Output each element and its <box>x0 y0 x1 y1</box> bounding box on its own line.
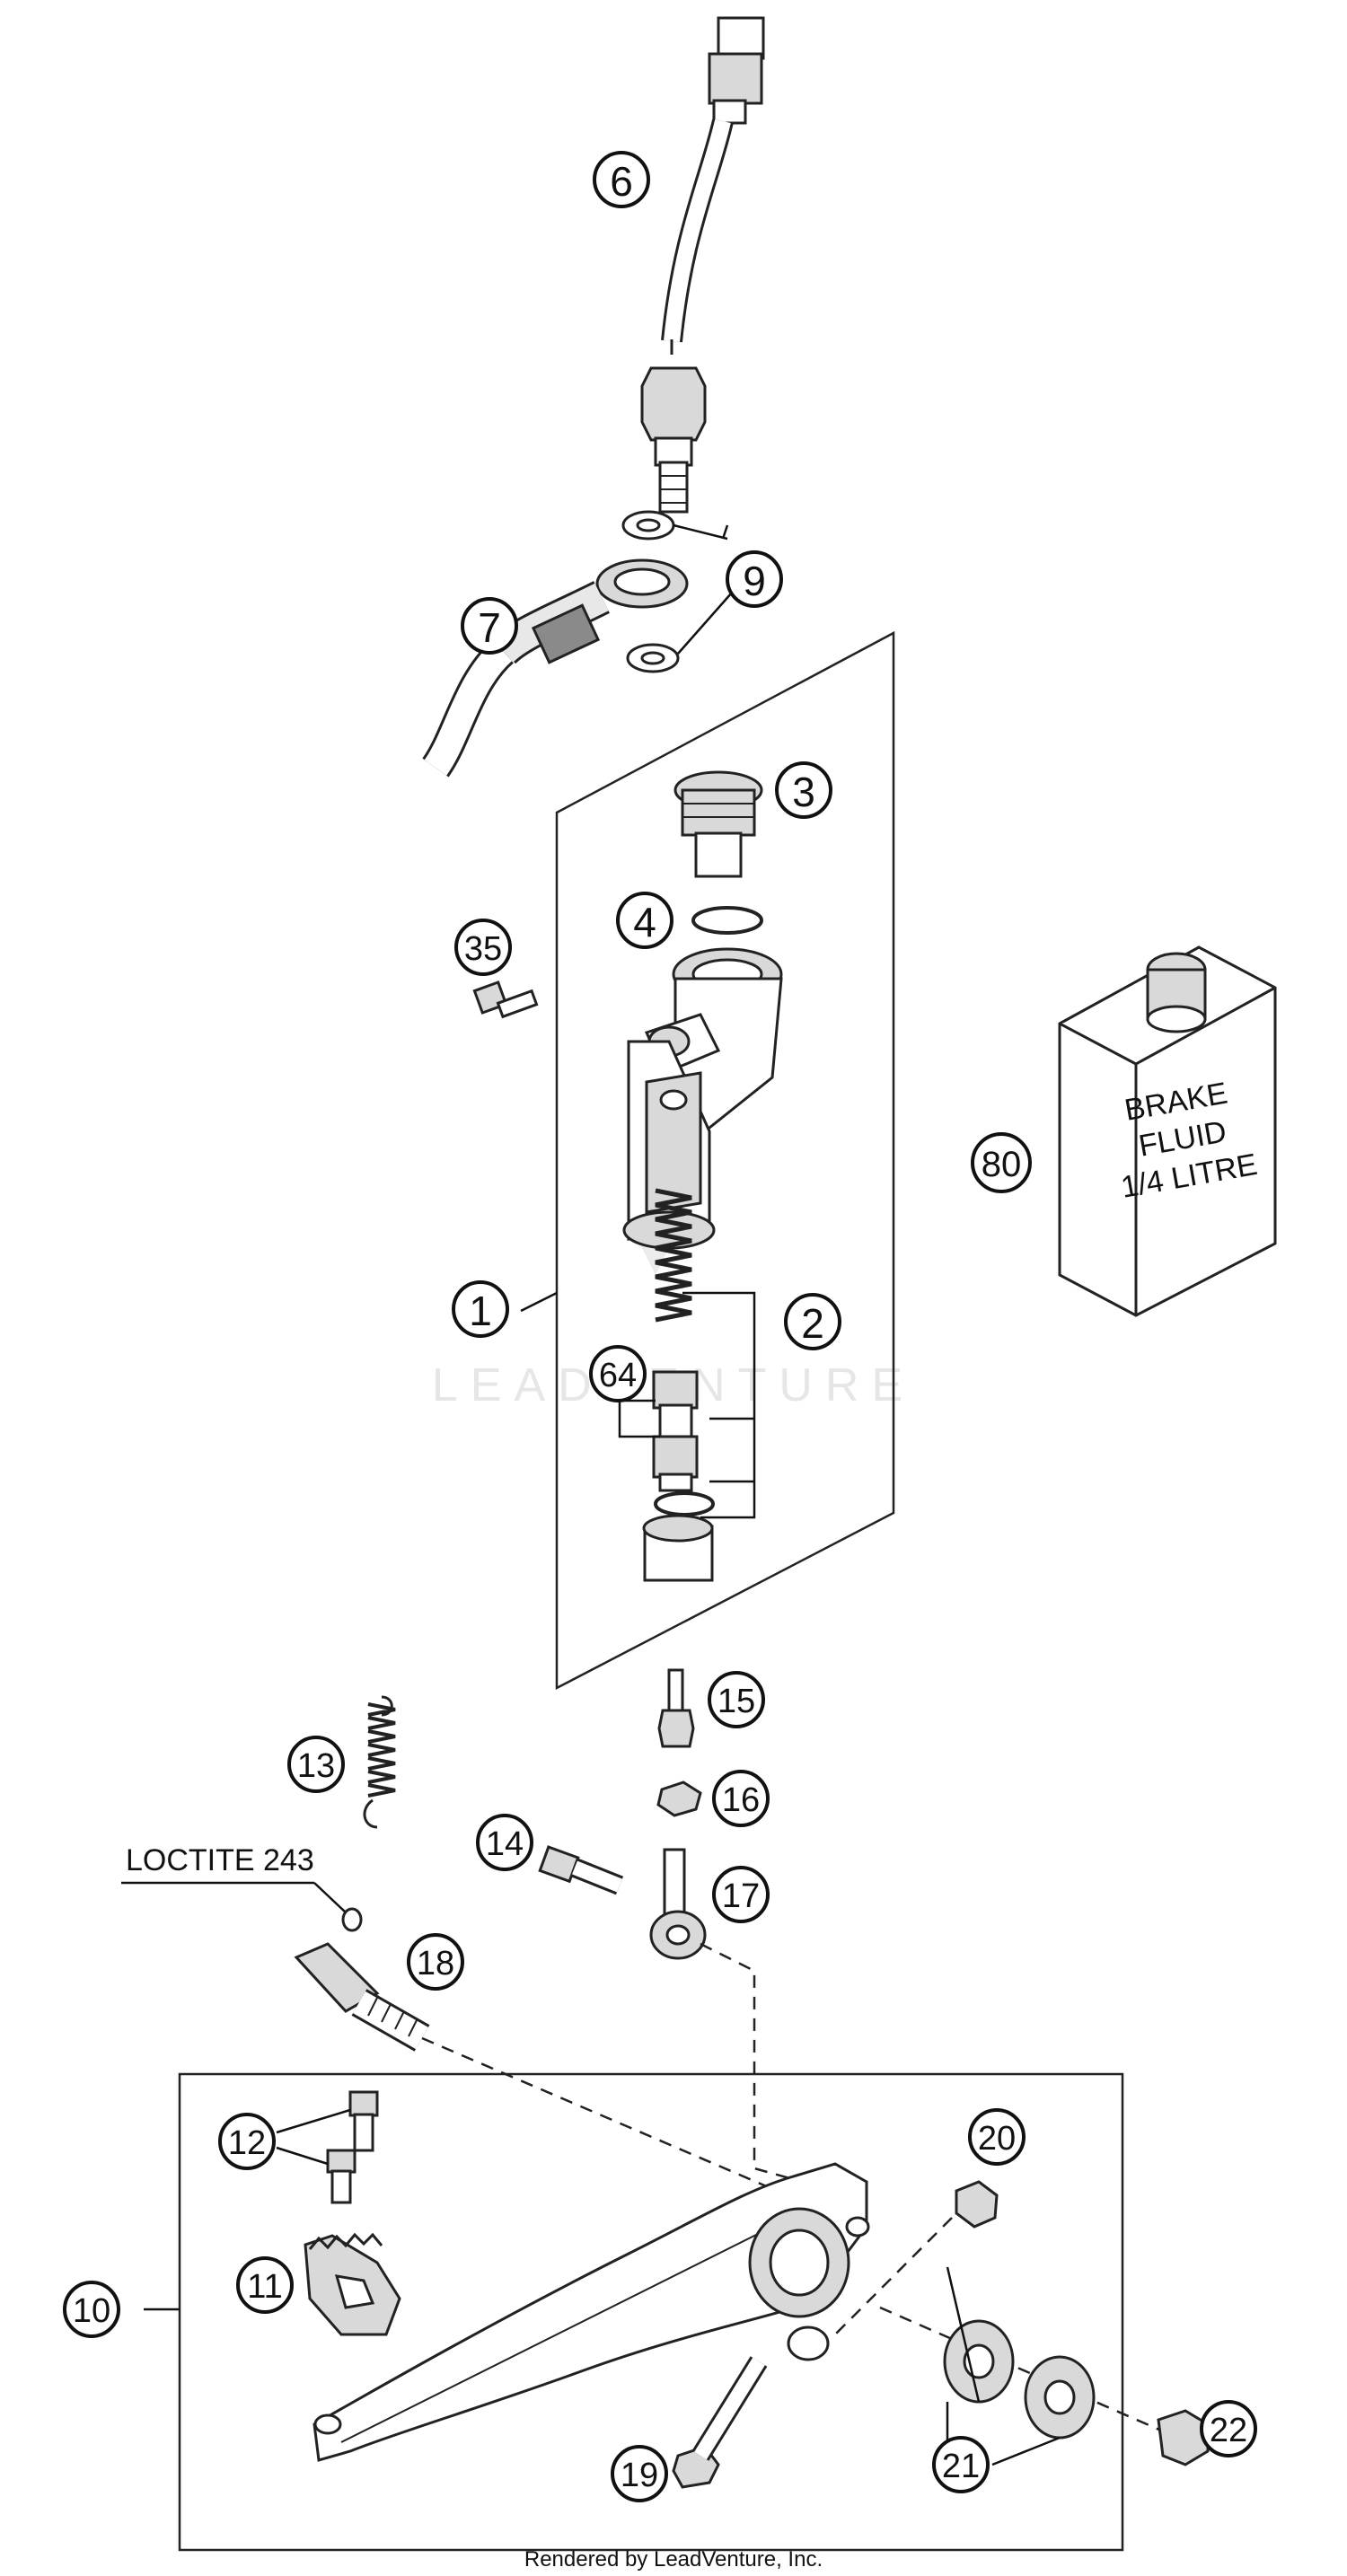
alignment-line-nut <box>834 2217 953 2335</box>
callout-6: 6 <box>593 151 650 208</box>
callout-11: 11 <box>236 2256 294 2314</box>
callout-2-number: 2 <box>801 1300 824 1347</box>
callout-12-number: 12 <box>228 2124 266 2162</box>
pedal-pivot-bolt <box>294 1942 430 2052</box>
callout-35: 35 <box>454 919 512 976</box>
sealing-washers <box>621 510 680 673</box>
callout-7-number: 7 <box>478 604 501 651</box>
piston-seal <box>654 1491 715 1517</box>
callout-4: 4 <box>616 892 674 949</box>
callout-21-number: 21 <box>942 2448 980 2485</box>
callout-13: 13 <box>287 1736 345 1793</box>
master-cylinder-group-frame <box>555 630 895 1691</box>
callout-leaders <box>144 523 1061 2466</box>
callout-21: 21 <box>932 2436 990 2493</box>
callout-80-number: 80 <box>982 1145 1022 1184</box>
callout-14: 14 <box>476 1814 533 1871</box>
callout-22: 22 <box>1200 2400 1257 2457</box>
step-plate-bolts <box>326 2090 379 2204</box>
brake-light-switch <box>640 16 765 514</box>
callout-19-number: 19 <box>621 2457 658 2494</box>
clevis <box>649 1848 707 1960</box>
lock-nut <box>656 1780 702 1817</box>
callout-11-number: 11 <box>247 2268 282 2306</box>
callout-20-number: 20 <box>978 2120 1016 2158</box>
callout-7: 7 <box>461 597 518 655</box>
alignment-line-clevis <box>700 1942 836 2193</box>
callout-18-number: 18 <box>417 1945 454 1983</box>
callout-80: 80 <box>971 1132 1032 1193</box>
pedal-bearings <box>943 2319 1096 2440</box>
piston-kit <box>642 1188 715 1582</box>
callout-14-number: 14 <box>486 1825 524 1863</box>
loctite-label: LOCTITE 243 <box>126 1843 314 1877</box>
callout-12: 12 <box>218 2113 276 2170</box>
alignment-line-bolt <box>421 2036 809 2206</box>
callout-22-number: 22 <box>1210 2412 1247 2449</box>
callout-16: 16 <box>712 1770 770 1827</box>
o-ring <box>691 906 763 935</box>
loctite-note: LOCTITE 243 <box>121 1843 363 1932</box>
callout-2: 2 <box>784 1293 841 1350</box>
callout-19: 19 <box>611 2445 668 2502</box>
callout-10: 10 <box>63 2281 120 2338</box>
nut-20 <box>955 2180 999 2229</box>
callout-18: 18 <box>407 1933 464 1991</box>
render-credit: Rendered by LeadVenture, Inc. <box>524 2547 823 2572</box>
master-cylinder-body <box>622 947 783 1250</box>
callout-1: 1 <box>452 1280 509 1338</box>
return-spring <box>363 1695 396 1829</box>
callout-6-number: 6 <box>610 158 633 205</box>
callout-64-number: 64 <box>599 1357 637 1394</box>
brake-step-plate <box>304 2232 401 2336</box>
callout-15-number: 15 <box>718 1683 755 1720</box>
alignment-line-bearings <box>879 2306 1168 2435</box>
callout-13-number: 13 <box>297 1747 335 1785</box>
callout-35-number: 35 <box>464 930 502 968</box>
brake-fluid-can: BRAKE FLUID 1/4 LITRE <box>1058 945 1277 1317</box>
callout-15: 15 <box>708 1671 765 1728</box>
callout-10-number: 10 <box>73 2292 110 2330</box>
callout-17-number: 17 <box>722 1877 760 1915</box>
callout-17: 17 <box>712 1866 770 1923</box>
clevis-bolt <box>538 1845 624 1895</box>
callout-9-number: 9 <box>743 558 766 604</box>
stop-bolt <box>672 2356 768 2489</box>
brake-pedal-arm <box>313 2162 870 2462</box>
reservoir-connector <box>674 770 763 878</box>
callout-64: 64 <box>589 1345 647 1402</box>
bracket-2 <box>682 1291 756 1519</box>
callout-20: 20 <box>968 2108 1026 2166</box>
pedal-group-frame <box>178 2072 1124 2552</box>
callout-16-number: 16 <box>722 1781 760 1819</box>
bracket-64 <box>618 1401 660 1438</box>
callout-4-number: 4 <box>633 899 656 945</box>
push-rod <box>657 1668 695 1748</box>
callout-1-number: 1 <box>469 1288 492 1334</box>
callout-3: 3 <box>775 761 832 819</box>
callout-9: 9 <box>726 550 783 608</box>
nut-22 <box>1157 2409 1210 2466</box>
callout-3-number: 3 <box>792 769 815 815</box>
mounting-bolt <box>472 980 539 1019</box>
